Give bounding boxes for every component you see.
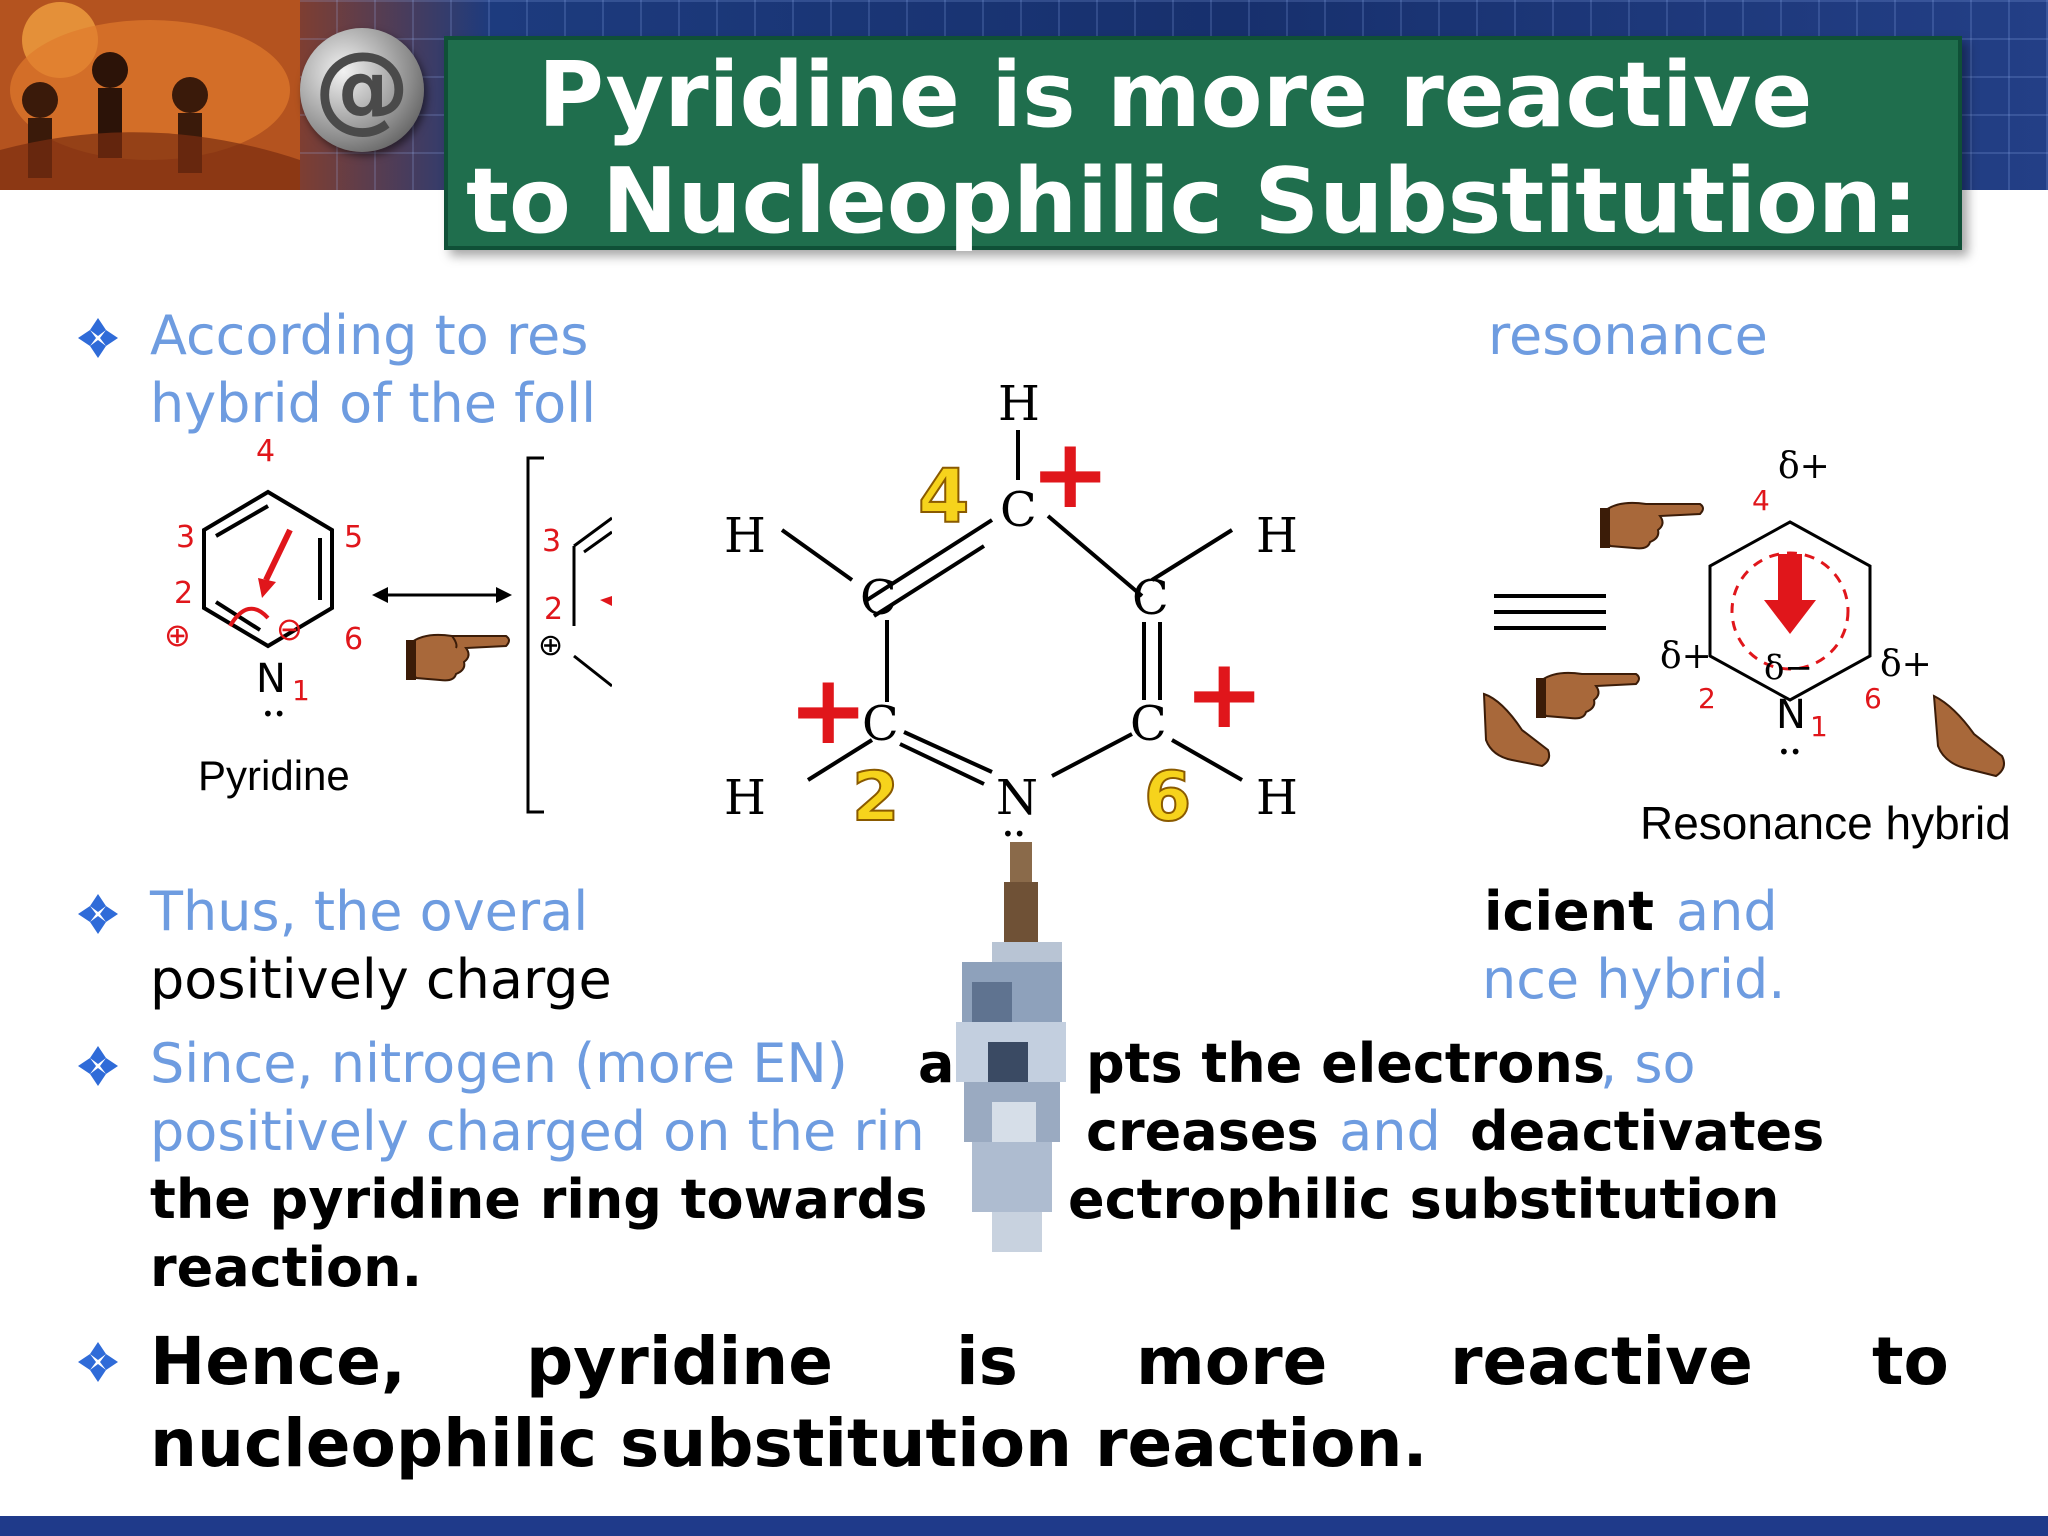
hybrid-num-4: 4 <box>1752 484 1770 517</box>
atom-h-left-top: H <box>724 508 766 564</box>
diamond-bullet-icon <box>78 1342 118 1382</box>
bullet-3-line-4: reaction. <box>150 1236 423 1299</box>
pointing-hand-icon <box>1482 692 1551 768</box>
delta-plus-4: δ+ <box>1778 446 1830 487</box>
resonance-arrow-icon <box>372 587 512 603</box>
title-box: Pyridine is more reactive to Nucleophili… <box>444 36 1962 254</box>
pyridine-minus: ⊖ <box>276 610 303 648</box>
at-logo-icon: @ <box>300 28 424 152</box>
bracket-num-3: 3 <box>542 524 562 559</box>
bullet-2-line-1-a: Thus, the overal <box>150 880 589 943</box>
charge-plus-c6: + <box>1184 638 1265 750</box>
hybrid-atom-n: N <box>1776 692 1806 738</box>
bullet-3-line-2-b: creases <box>1086 1100 1319 1163</box>
position-label-6: 6 <box>1143 757 1192 838</box>
diamond-bullet-icon <box>78 1046 118 1086</box>
lone-pair-dots: •• <box>1778 740 1802 764</box>
diamond-bullet-icon <box>78 318 118 358</box>
atom-h-top: H <box>998 376 1040 432</box>
bullet-4-line-2: nucleophilic substitution reaction. <box>150 1405 1428 1482</box>
diamond-bullet-icon <box>78 894 118 934</box>
atom-n: N <box>996 770 1038 826</box>
bullet-3-line-1-c: pts the electrons <box>1086 1032 1605 1095</box>
atom-h-right-bottom: H <box>1256 770 1298 826</box>
title-line-1: Pyridine is more reactive <box>538 43 1813 148</box>
pyridine-atom-n: N <box>256 656 286 702</box>
pyridine-figure: 4 3 5 2 6 ⊕ ⊖ N 1 •• Pyridine <box>150 430 390 810</box>
equivalent-symbol-icon <box>1494 594 1606 630</box>
bullet-4-word-6: to <box>1872 1323 1949 1400</box>
atom-c5: C <box>1132 570 1169 626</box>
pyridine-plus: ⊕ <box>164 616 191 654</box>
bottom-bar <box>0 1516 2048 1536</box>
bracket-num-2: 2 <box>544 592 564 627</box>
hybrid-num-1: 1 <box>1810 710 1828 743</box>
atom-h-left-bottom: H <box>724 770 766 826</box>
bracket-figure: 3 2 ⊕ <box>524 456 614 816</box>
bullet-4-word-1: Hence, <box>150 1323 406 1400</box>
charge-plus-c2: + <box>788 654 869 766</box>
pointing-hand-icon <box>1932 694 2005 778</box>
atom-c6: C <box>1130 696 1167 752</box>
bullet-1-line-2: hybrid of the foll <box>150 372 597 435</box>
resonance-hybrid-figure: δ+ 4 δ+ δ+ 2 6 δ− N 1 •• Resonance hybri… <box>1640 444 2030 864</box>
pyridine-caption: Pyridine <box>198 752 350 799</box>
bullet-3-line-2-d: deactivates <box>1470 1100 1825 1163</box>
hybrid-num-2: 2 <box>1698 682 1716 715</box>
bullet-3-line-2-c: and <box>1322 1100 1458 1163</box>
pointing-hand-icon <box>406 633 510 682</box>
pyridine-num-1: 1 <box>292 674 310 707</box>
bullet-1-line-1-tail: resonance <box>1488 304 1768 367</box>
lone-pair-dots: •• <box>262 702 286 726</box>
bullet-3-line-1-d: , so <box>1600 1032 1696 1095</box>
hybrid-caption: Resonance hybrid <box>1640 797 2011 849</box>
bullet-2-line-2-a: positively charge <box>150 948 612 1011</box>
atom-c2: C <box>862 696 899 752</box>
delta-plus-2: δ+ <box>1660 636 1712 677</box>
pyridine-num-4: 4 <box>256 434 276 469</box>
title-line-2: to Nucleophilic Substitution: <box>466 149 1918 254</box>
bullet-4-word-2: pyridine <box>526 1323 834 1400</box>
pyridine-num-2: 2 <box>174 576 194 611</box>
pyridine-num-3: 3 <box>176 520 196 555</box>
bullet-3-line-1-a: Since, nitrogen (more EN) <box>150 1032 848 1095</box>
charge-plus-c4: + <box>1030 418 1111 530</box>
pyridine-num-5: 5 <box>344 520 364 555</box>
hybrid-num-6: 6 <box>1864 682 1882 715</box>
atom-c4: C <box>1000 482 1037 538</box>
atom-h-right-top: H <box>1256 508 1298 564</box>
people-art-icon <box>0 0 300 190</box>
bullet-3-line-3-b: ectrophilic substitution <box>1068 1168 1780 1231</box>
bracket-plus: ⊕ <box>538 628 564 663</box>
position-label-2: 2 <box>851 757 900 838</box>
bullet-2-line-2-b: nce hybrid. <box>1482 948 1786 1011</box>
bullet-2-line-1-b: icient <box>1484 880 1654 943</box>
bullet-3-line-3-a: the pyridine ring towards <box>150 1168 928 1231</box>
bullet-4-word-3: is <box>956 1323 1018 1400</box>
lone-pair-dots: •• <box>1002 822 1026 846</box>
delta-plus-6: δ+ <box>1880 644 1932 685</box>
delta-minus-n: δ− <box>1764 648 1813 688</box>
bullet-4-word-5: reactive <box>1450 1323 1753 1400</box>
pointing-hand-icon <box>1536 671 1640 720</box>
pointing-hand-icon <box>1600 501 1704 550</box>
atom-c3: C <box>860 570 897 626</box>
bullet-1-line-1: According to res <box>150 304 589 367</box>
bullet-3-line-2-a: positively charged on the rin <box>150 1100 925 1163</box>
bullet-4-word-4: more <box>1136 1323 1328 1400</box>
center-structure: H C H H C C C C H H N •• 4 2 6 + + + <box>612 340 1482 860</box>
pyridine-num-6: 6 <box>344 622 364 657</box>
pixelated-pointer-icon <box>956 842 1066 1252</box>
position-label-4: 4 <box>917 453 970 541</box>
bullet-2-line-1-c: and <box>1676 880 1778 943</box>
